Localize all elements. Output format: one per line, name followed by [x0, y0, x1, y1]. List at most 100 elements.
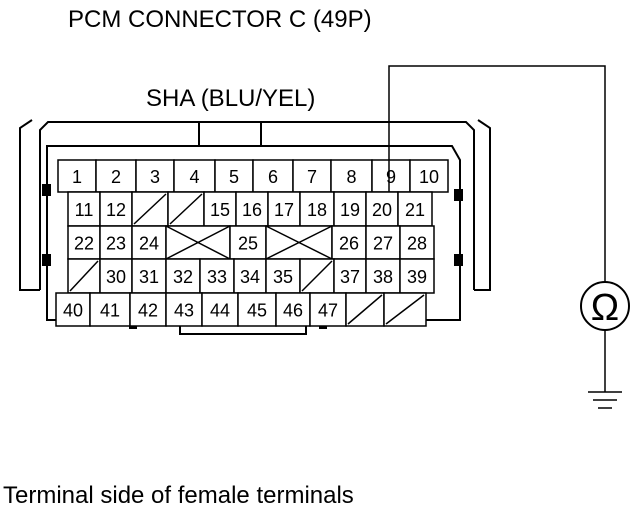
blank-cavity: [265, 225, 333, 260]
terminal-cavity: 19: [333, 191, 367, 227]
wire-label: SHA (BLU/YEL): [146, 85, 315, 112]
terminal-number: 40: [63, 301, 83, 321]
terminal-number: 30: [106, 267, 126, 287]
terminal-cavity: 46: [275, 292, 311, 327]
terminal-cavity: 24: [131, 225, 167, 260]
unused-cavity-cross: [165, 225, 231, 260]
terminal-cavity: 16: [235, 191, 269, 227]
terminal-number: 31: [139, 267, 159, 287]
terminal-number: 32: [173, 267, 193, 287]
terminal-number: 33: [207, 267, 227, 287]
ohm-symbol: Ω: [591, 287, 619, 329]
cavity-outline: [292, 159, 332, 193]
terminal-cavity: 41: [89, 292, 131, 327]
terminal-number: 18: [307, 200, 327, 220]
terminal-cavity: 43: [165, 292, 203, 327]
terminal-cavity: 9: [371, 159, 411, 193]
terminal-cavity: 42: [129, 292, 167, 327]
terminal-number: 12: [106, 200, 126, 220]
cavity-outline: [99, 225, 133, 260]
terminal-number: 34: [240, 267, 260, 287]
terminal-number: 24: [139, 234, 159, 254]
terminal-cavity: 20: [365, 191, 399, 227]
terminal-cavity: 2: [95, 159, 137, 193]
terminal-number: 17: [274, 200, 294, 220]
unused-cavity-slash: [385, 294, 425, 325]
terminal-number: 44: [210, 301, 230, 321]
terminal-number: 42: [138, 301, 158, 321]
unused-cavity-cross: [265, 225, 333, 260]
terminal-number: 22: [74, 234, 94, 254]
terminal-cavity: 18: [299, 191, 335, 227]
unused-cavity-slash: [133, 193, 167, 225]
housing-side-mark: [454, 189, 463, 201]
terminal-number: 2: [111, 167, 121, 187]
terminal-cavity: 31: [131, 258, 167, 294]
terminal-number: 7: [307, 167, 317, 187]
terminal-cavity: 25: [229, 225, 267, 260]
cavity-outline: [309, 292, 347, 327]
terminal-number: 10: [419, 167, 439, 187]
terminal-cavity: 11: [67, 191, 101, 227]
terminal-number: 38: [373, 267, 393, 287]
cavity-outline: [165, 292, 203, 327]
terminal-number: 1: [72, 167, 82, 187]
blank-cavity: [167, 191, 205, 227]
terminal-cavity: 38: [365, 258, 401, 294]
terminal-cavity: 12: [99, 191, 133, 227]
cavity-outline: [201, 292, 239, 327]
terminal-number: 27: [373, 234, 393, 254]
terminal-number: 23: [106, 234, 126, 254]
cavity-outline: [365, 191, 399, 227]
unused-cavity-slash: [169, 193, 203, 225]
cavity-outline: [333, 191, 367, 227]
terminal-cavity: 37: [333, 258, 367, 294]
terminal-number: 11: [75, 200, 94, 220]
probe-wire: [388, 65, 606, 282]
terminal-number: 3: [150, 167, 160, 187]
terminal-number: 5: [229, 167, 239, 187]
terminal-number: 26: [339, 234, 359, 254]
terminal-cavity: 44: [201, 292, 239, 327]
terminal-number: 16: [242, 200, 262, 220]
terminal-cavity: 10: [409, 159, 449, 193]
blank-cavity: [299, 258, 335, 294]
terminal-cavity: 47: [309, 292, 347, 327]
terminal-number: 35: [273, 267, 293, 287]
housing-side-mark: [42, 254, 51, 266]
cavity-outline: [331, 225, 367, 260]
terminal-number: 43: [174, 301, 194, 321]
cavity-outline: [409, 159, 449, 193]
terminal-number: 25: [238, 234, 258, 254]
terminal-number: 6: [268, 167, 278, 187]
view-caption: Terminal side of female terminals: [3, 482, 354, 509]
cavity-outline: [99, 258, 133, 294]
terminal-cavity: 22: [67, 225, 101, 260]
terminal-cavity: 6: [252, 159, 294, 193]
terminal-cavity: 4: [173, 159, 216, 193]
cavity-outline: [89, 292, 131, 327]
terminal-number: 19: [340, 200, 360, 220]
cavity-outline: [237, 292, 277, 327]
terminal-cavity: 7: [292, 159, 332, 193]
terminal-cavity: 33: [199, 258, 235, 294]
terminal-cavity: 40: [55, 292, 91, 327]
terminal-cavity: 5: [214, 159, 254, 193]
terminal-cavity: 1: [57, 159, 97, 193]
terminal-cavity: 45: [237, 292, 277, 327]
terminal-cavity: 32: [165, 258, 201, 294]
housing-right-latch: [474, 119, 491, 291]
terminal-cavity: 17: [267, 191, 301, 227]
terminal-number: 4: [189, 167, 199, 187]
terminal-number: 47: [318, 301, 338, 321]
terminal-cavity: 8: [330, 159, 373, 193]
terminal-number: 15: [210, 200, 230, 220]
cavity-outline: [275, 292, 311, 327]
cavity-outline: [67, 225, 101, 260]
terminal-cavity: 21: [397, 191, 433, 227]
terminal-cavity: 30: [99, 258, 133, 294]
test-circuit: [388, 65, 630, 409]
blank-cavity: [131, 191, 169, 227]
